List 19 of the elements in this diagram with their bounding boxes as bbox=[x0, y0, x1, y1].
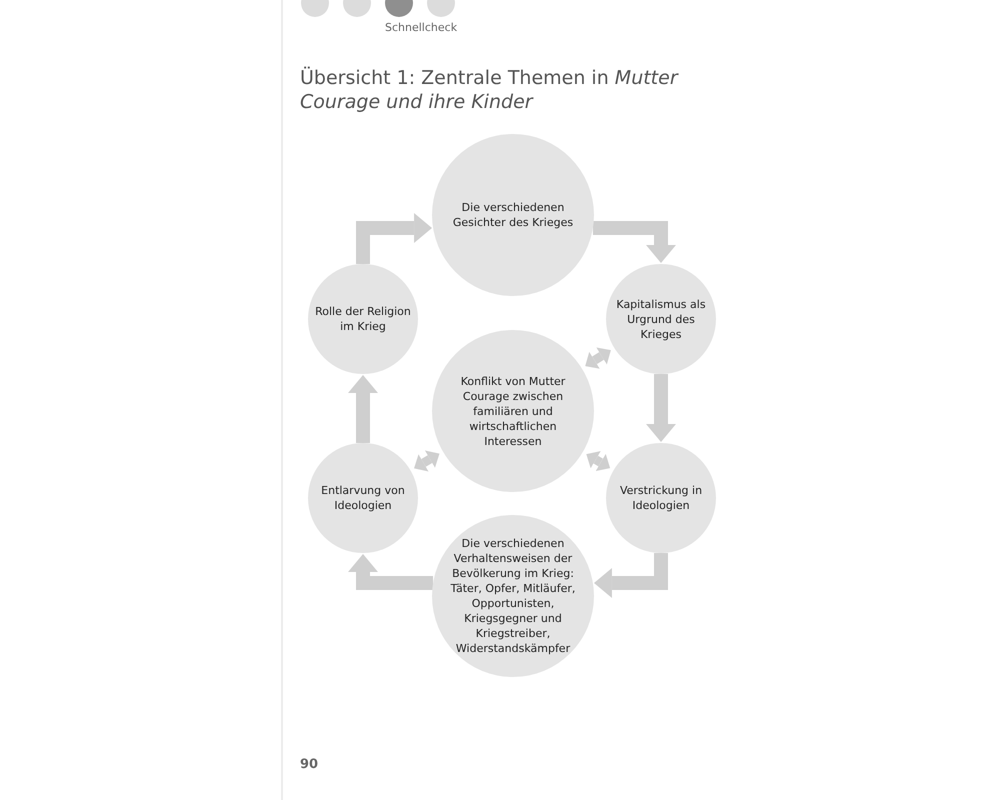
topic-text: Rolle der Religion im Krieg bbox=[314, 304, 412, 334]
section-label: Schnellcheck bbox=[385, 21, 458, 34]
arrow bbox=[646, 374, 676, 442]
topic-text: Verstrickung in Ideologien bbox=[618, 483, 704, 513]
topic-text: Entlarvung von Ideologien bbox=[320, 483, 406, 513]
topic-text: Die verschiedenen Verhaltensweisen der Bevölkerung im Krieg: Täter, Opfer, Mitläufer, Opportunisten, Kriegsgegner und Kriegstreiber, Widerstandskämpfer bbox=[450, 536, 576, 656]
topic-text: Konflikt von Mutter Courage zwischen familiären und wirtschaftlichen Interessen bbox=[460, 374, 566, 448]
double-arrow bbox=[586, 451, 610, 472]
arrow bbox=[348, 375, 378, 443]
page-number: 90 bbox=[300, 757, 318, 772]
topic-text: Die verschiedenen Gesichter des Krieges bbox=[452, 200, 574, 230]
arrow bbox=[348, 554, 434, 590]
arrow bbox=[592, 221, 676, 263]
double-arrow bbox=[414, 450, 440, 472]
double-arrow bbox=[585, 347, 611, 369]
arrow bbox=[594, 553, 668, 598]
arrow bbox=[356, 213, 432, 264]
figure-title: Übersicht 1: Zentrale Themen in Mutter Courage und ihre Kinder bbox=[300, 66, 680, 114]
topic-text: Kapitalismus als Urgrund des Krieges bbox=[615, 296, 707, 342]
